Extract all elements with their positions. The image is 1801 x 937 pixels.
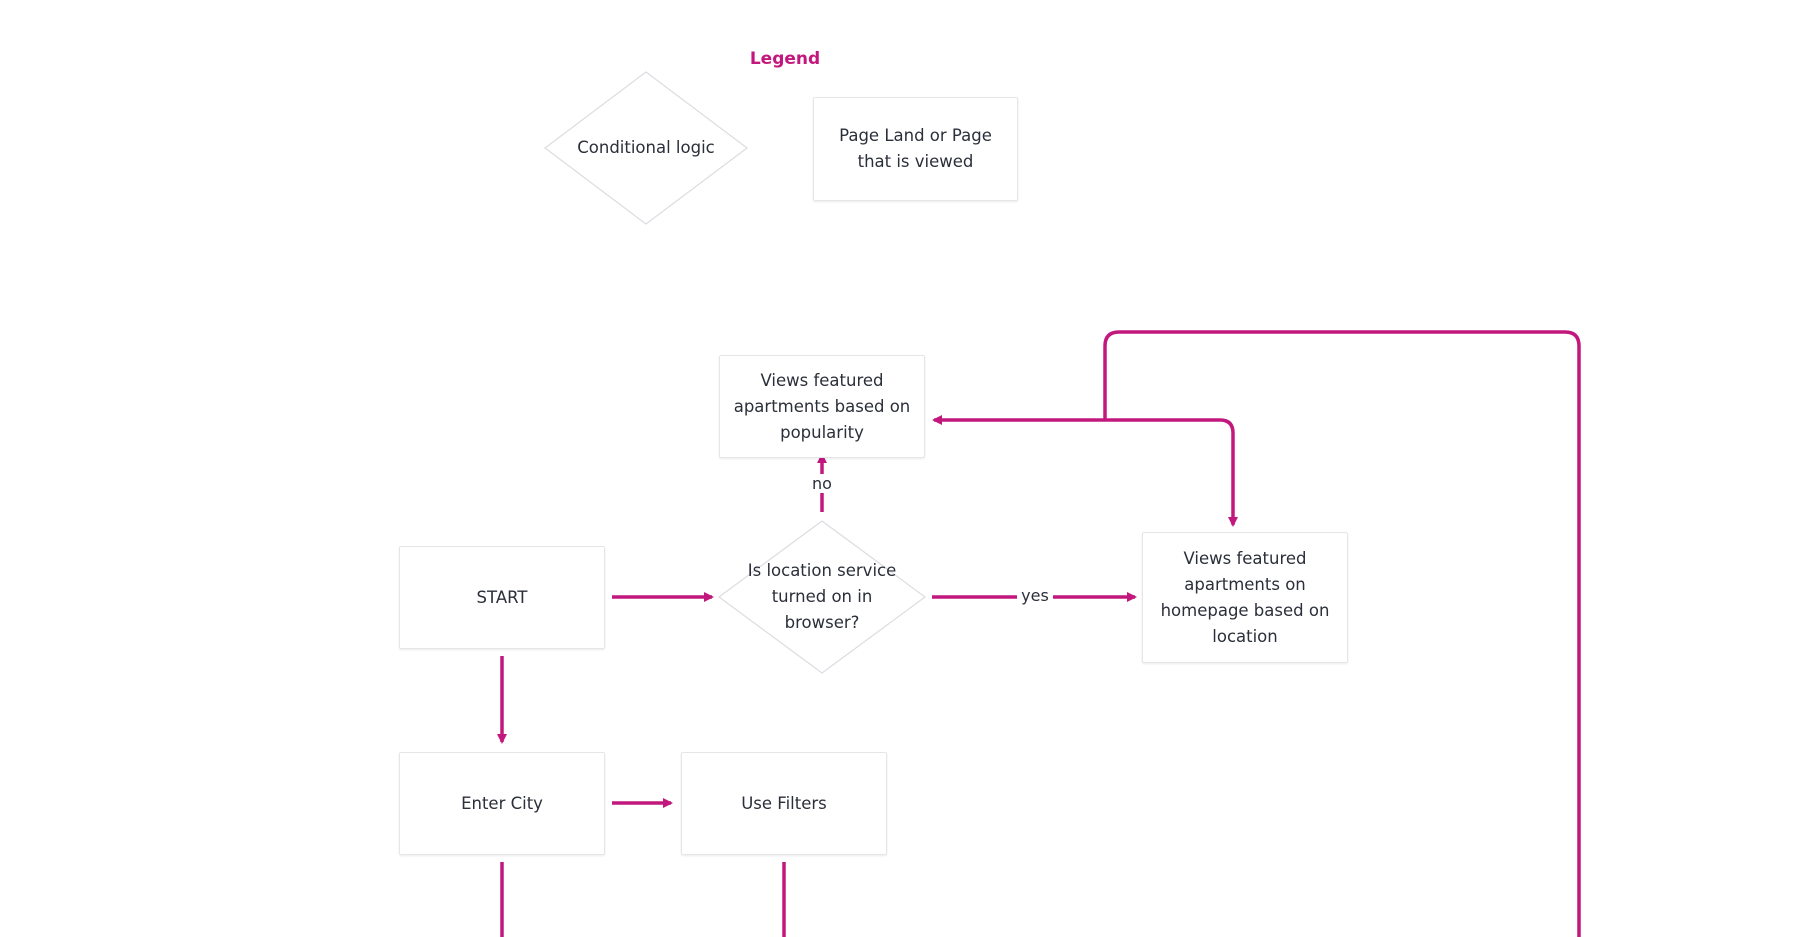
legend-page-box: Page Land or Page that is viewed [813, 97, 1018, 201]
location-check-diamond-shape [717, 520, 927, 674]
legend-title: Legend [749, 49, 821, 69]
edge-label-yes: yes [1017, 586, 1053, 605]
arrow-connector-to-location-based [1219, 418, 1238, 527]
node-enter-city: Enter City [399, 752, 605, 855]
node-location-check-label: Is location service turned on in browser… [747, 561, 897, 632]
legend-conditional-label: Conditional logic [577, 138, 715, 157]
node-popularity: Views featured apartments based on popul… [719, 355, 925, 458]
node-location-based: Views featured apartments on homepage ba… [1142, 532, 1348, 663]
node-start: START [399, 546, 605, 649]
node-location-based-label: Views featured apartments on homepage ba… [1160, 548, 1330, 646]
node-popularity-label: Views featured apartments based on popul… [733, 370, 911, 442]
node-use-filters: Use Filters [681, 752, 887, 855]
node-enter-city-label: Enter City [461, 793, 543, 813]
node-start-label: START [476, 587, 528, 607]
legend-diamond-shape [544, 71, 748, 225]
node-use-filters-label: Use Filters [741, 793, 827, 813]
legend-page-label: Page Land or Page that is viewed [839, 126, 992, 171]
loop-connector-line [1103, 330, 1581, 937]
edge-label-no: no [807, 474, 837, 493]
